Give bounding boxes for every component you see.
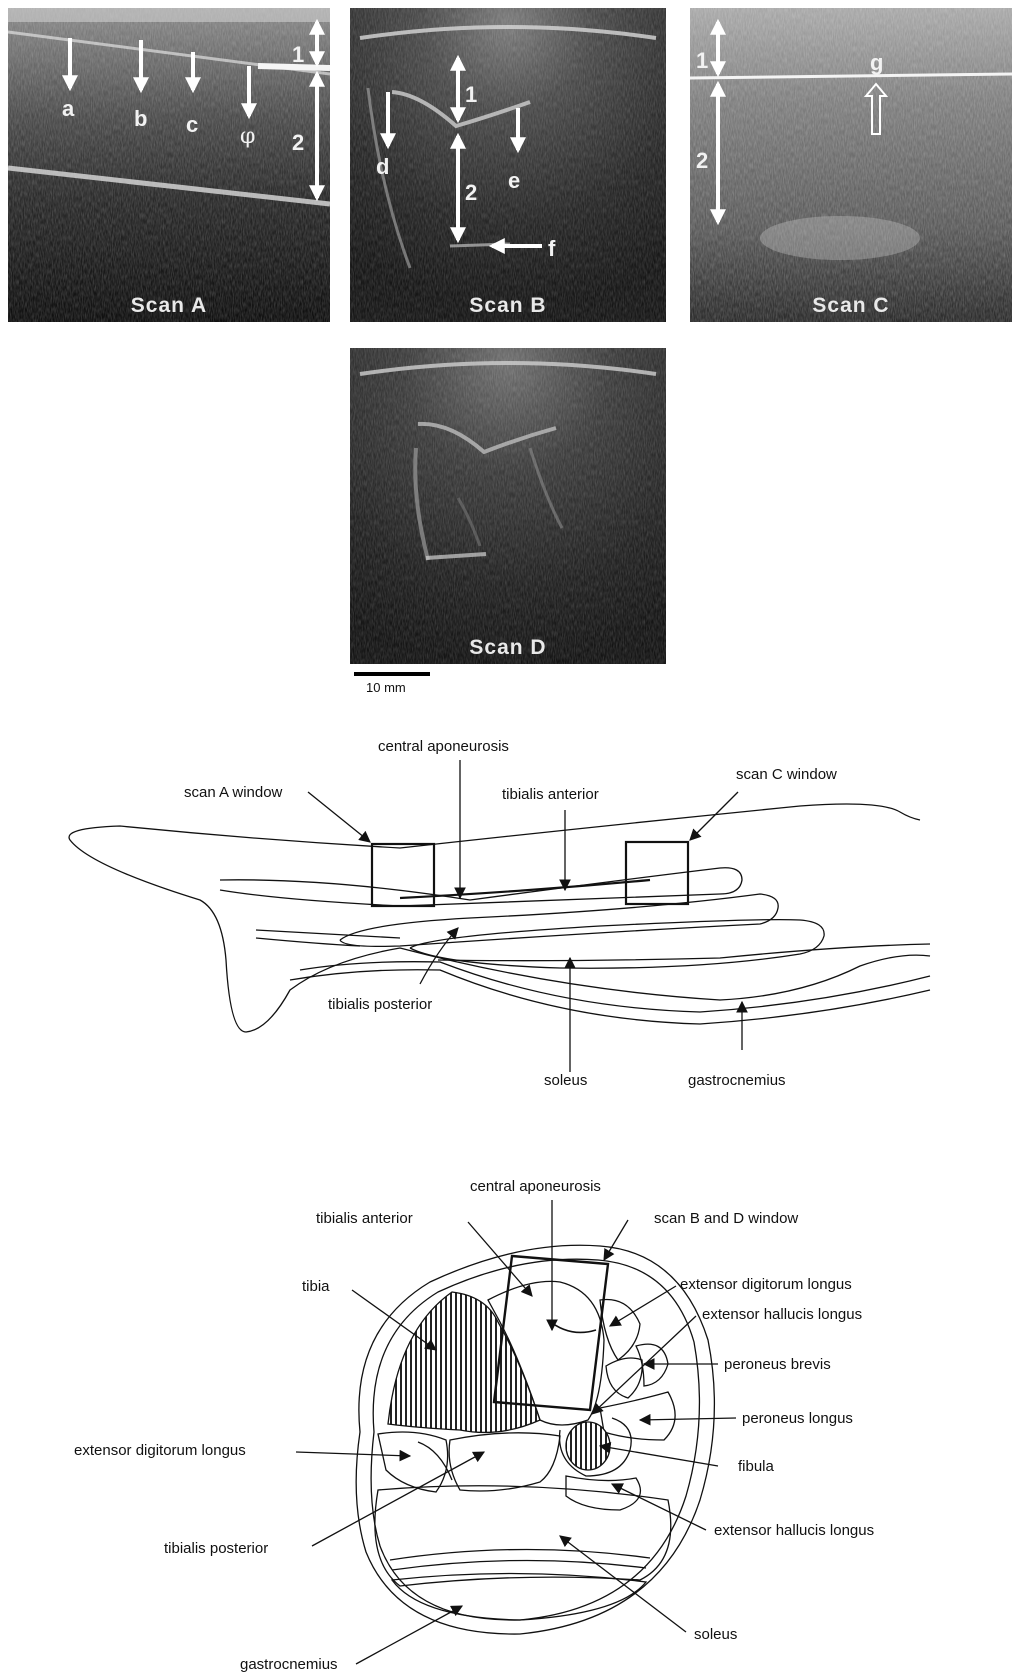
tibialis-posterior-cs [449,1433,560,1491]
scan-bd-window-box [494,1256,608,1410]
cs-label-soleus: soleus [694,1626,737,1643]
cs-label-ehl-lower: extensor hallucis longus [714,1522,874,1539]
peroneus-brevis-cs [636,1344,668,1386]
tibialis-anterior-outline [220,868,742,906]
long-label-scan-c-window: scan C window [736,766,837,783]
gastrocnemius-cs [392,1573,646,1620]
scan-a-window-box [372,844,434,906]
scan-b-label: Scan B [350,294,666,318]
scan-b-marker-d: d [376,154,389,180]
cs-label-tibialis-anterior: tibialis anterior [316,1210,413,1227]
scale-bar-label: 10 mm [366,680,406,695]
tibialis-posterior-outline [340,894,778,946]
scan-d-image [350,348,666,664]
scan-a-marker-b: b [134,106,147,132]
limb-outline [69,804,930,1032]
cs-label-scan-bd-window: scan B and D window [654,1210,798,1227]
peroneus-longus-cs [600,1392,675,1440]
scan-a-label: Scan A [8,294,330,318]
scan-a-panel: a b c φ 1 2 Scan A [8,8,330,322]
edl-left-cs [378,1432,448,1492]
scan-d-label: Scan D [350,636,666,660]
cs-label-peroneus-brevis: peroneus brevis [724,1356,831,1373]
scan-c-image [690,8,1012,322]
tibia-outline [388,1292,540,1432]
scan-b-panel: 1 2 d e f Scan B [350,8,666,322]
scan-c-label: Scan C [690,294,1012,318]
scan-c-panel: 1 2 g Scan C [690,8,1012,322]
scale-bar [354,672,430,676]
long-label-tibialis-posterior: tibialis posterior [328,996,432,1013]
ehl-lower-cs [566,1476,640,1510]
scan-b-marker-e: e [508,168,520,194]
cs-label-fibula: fibula [738,1458,774,1475]
scan-b-marker-2: 2 [465,180,477,206]
scan-a-marker-2: 2 [292,130,304,156]
cs-label-edl-right: extensor digitorum longus [680,1276,852,1293]
scan-b-marker-1: 1 [465,82,477,108]
scan-d-panel: Scan D [350,348,666,664]
scan-a-image [8,8,330,322]
scan-a-marker-a: a [62,96,74,122]
scan-b-marker-f: f [548,236,555,262]
scan-c-marker-1: 1 [696,48,708,74]
skin-outer [356,1245,714,1634]
scan-c-marker-g: g [870,50,883,76]
soleus-outline [410,920,824,969]
scan-c-window-box [626,842,688,904]
long-label-central-aponeurosis: central aponeurosis [378,738,509,755]
cs-label-gastrocnemius: gastrocnemius [240,1656,338,1673]
soleus-cs [375,1486,671,1586]
scan-b-image [350,8,666,322]
cs-label-edl-left: extensor digitorum longus [74,1442,246,1459]
long-label-scan-a-window: scan A window [184,784,282,801]
long-label-tibialis-anterior: tibialis anterior [502,786,599,803]
cs-label-peroneus-longus: peroneus longus [742,1410,853,1427]
fibula-outline [566,1422,610,1470]
cs-label-ehl-right: extensor hallucis longus [702,1306,862,1323]
cs-label-central-aponeurosis: central aponeurosis [470,1178,601,1195]
long-label-soleus: soleus [544,1072,587,1089]
long-label-gastrocnemius: gastrocnemius [688,1072,786,1089]
cs-label-tibialis-posterior: tibialis posterior [164,1540,268,1557]
tibialis-anterior-cs [488,1281,604,1425]
scan-c-marker-2: 2 [696,148,708,174]
cs-label-tibia: tibia [302,1278,330,1295]
edl-right-cs [600,1300,640,1361]
scan-a-marker-c: c [186,112,198,138]
ehl-right-cs [606,1358,642,1398]
scan-a-marker-1: 1 [292,42,304,68]
scan-a-marker-phi: φ [240,124,255,149]
